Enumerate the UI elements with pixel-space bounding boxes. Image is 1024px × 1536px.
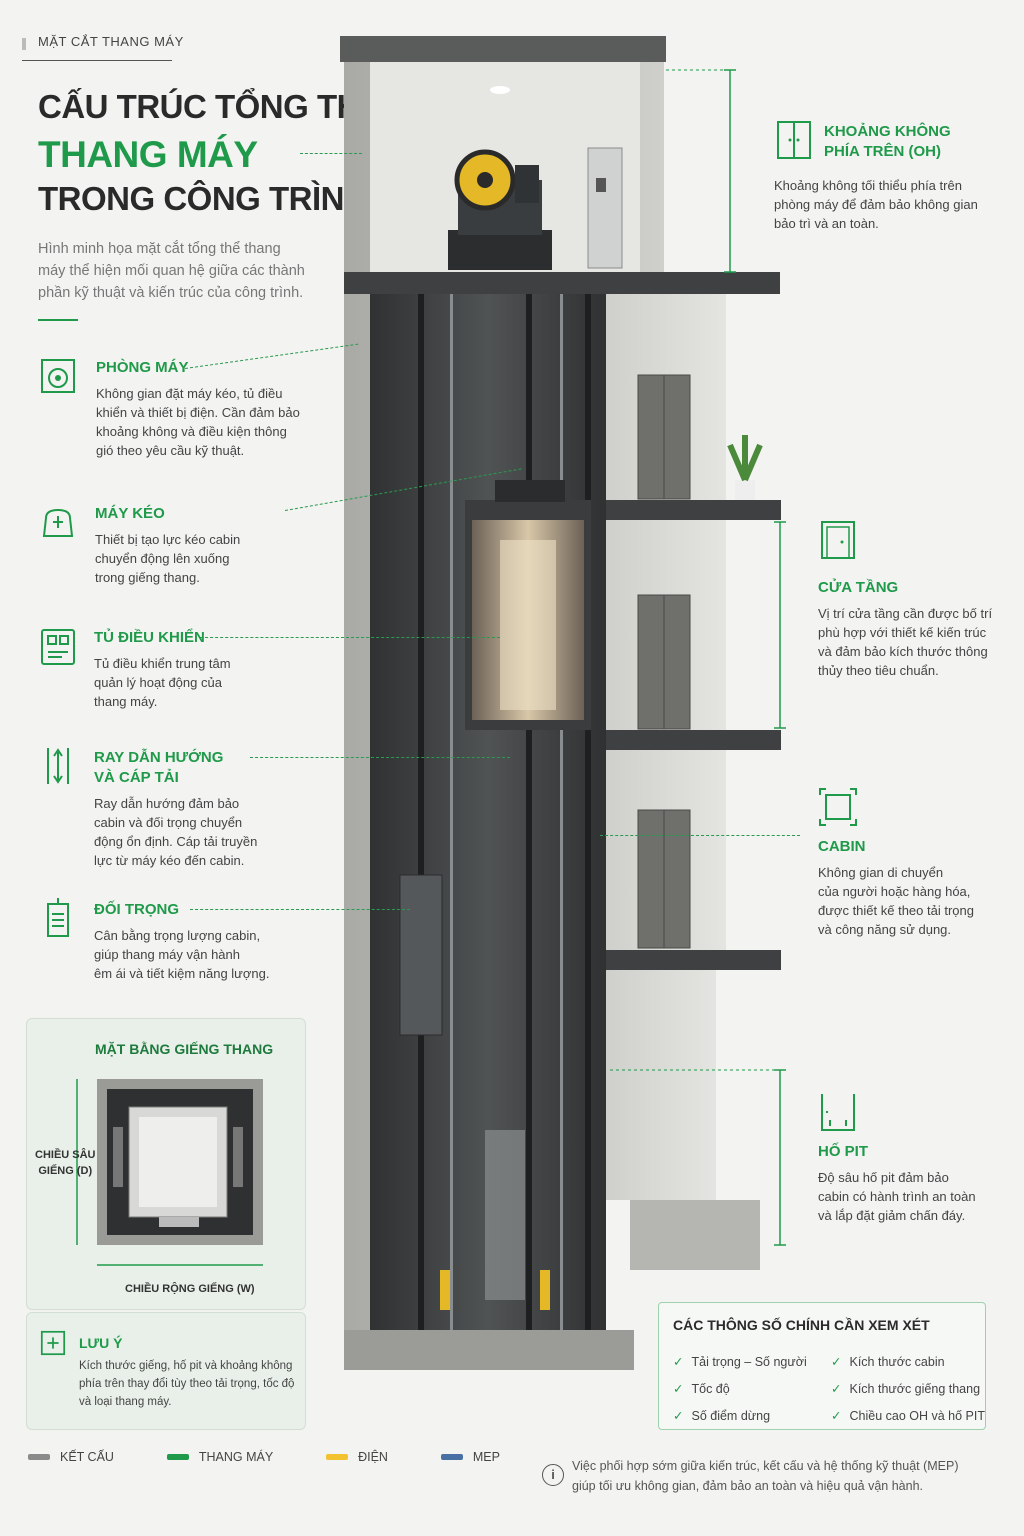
landing-door-icon bbox=[818, 520, 858, 560]
shaft-plan-drawing bbox=[76, 1079, 263, 1266]
legend-swatch-elevator bbox=[166, 1453, 189, 1460]
notice-text: Kích thước giếng, hố pit và khoảng không… bbox=[79, 1360, 295, 1408]
intro-text: Hình minh họa mặt cắt tổng thể thang máy… bbox=[38, 241, 305, 301]
item-title: HỐ PIT bbox=[818, 1143, 869, 1160]
item-title: CỬA TẦNG bbox=[818, 579, 899, 596]
params-title: CÁC THÔNG SỐ CHÍNH CẦN XEM XÉT bbox=[673, 1317, 930, 1333]
item-title: PHÒNG MÁY bbox=[96, 359, 189, 376]
check-icon: ✓ bbox=[673, 1409, 684, 1423]
item-title: KHOẢNG KHÔNG PHÍA TRÊN (OH) bbox=[824, 123, 951, 160]
item-title: TỦ ĐIỀU KHIỂN bbox=[94, 629, 205, 646]
item-title: MÁY KÉO bbox=[95, 505, 165, 522]
page-title-line2: THANG MÁY bbox=[38, 134, 258, 175]
traction-machine-icon bbox=[38, 502, 78, 542]
item-desc: Khoảng không tối thiểu phía trên phòng m… bbox=[774, 178, 978, 231]
page-title-line1: CẤU TRÚC TỔNG THỂ bbox=[38, 88, 382, 125]
elevator-section-illustration bbox=[340, 36, 786, 1370]
item-title: RAY DẪN HƯỚNG VÀ CÁP TẢI bbox=[94, 749, 224, 786]
machine-room-icon bbox=[38, 356, 78, 396]
notice-panel: LƯU Ý Kích thước giếng, hố pit và khoảng… bbox=[26, 1312, 306, 1430]
legend-swatch-mep bbox=[440, 1453, 463, 1460]
footer-note: Việc phối hợp sớm giữa kiến trúc, kết cấ… bbox=[572, 1459, 959, 1493]
overhead-door-icon bbox=[774, 120, 814, 160]
cabin-icon bbox=[818, 787, 858, 827]
info-icon: i bbox=[542, 1464, 564, 1486]
check-icon: ✓ bbox=[831, 1355, 842, 1369]
item-desc: Tủ điều khiển trung tâm quản lý hoạt độn… bbox=[94, 656, 231, 709]
eyebrow-marker bbox=[22, 38, 26, 50]
eyebrow-underline bbox=[22, 60, 172, 61]
params-col1: ✓Tải trọng – Số người ✓Tốc độ ✓Số điểm d… bbox=[673, 1349, 807, 1430]
info-box-icon bbox=[39, 1329, 67, 1357]
check-icon: ✓ bbox=[673, 1355, 684, 1369]
plan-depth-label: CHIỀU SÂU GIẾNG (D) bbox=[35, 1149, 96, 1177]
leader-guide-rail bbox=[250, 757, 510, 758]
param-item: ✓Tải trọng – Số người bbox=[673, 1355, 807, 1369]
guide-rail-icon bbox=[38, 746, 78, 786]
param-item: ✓Chiều cao OH và hố PIT bbox=[831, 1409, 985, 1423]
param-item: ✓Số điểm dừng bbox=[673, 1409, 771, 1423]
item-desc: Cân bằng trọng lượng cabin, giúp thang m… bbox=[94, 928, 270, 981]
item-title: CABIN bbox=[818, 838, 866, 855]
check-icon: ✓ bbox=[831, 1409, 842, 1423]
item-desc: Không gian di chuyển của người hoặc hàng… bbox=[818, 865, 974, 937]
param-item: ✓Kích thước cabin bbox=[831, 1355, 945, 1369]
eyebrow-label: MẶT CẮT THANG MÁY bbox=[38, 34, 184, 49]
notice-title: LƯU Ý bbox=[79, 1335, 123, 1351]
plan-width-label: CHIỀU RỘNG GIẾNG (W) bbox=[125, 1283, 255, 1295]
param-item: ✓Tốc độ bbox=[673, 1382, 730, 1396]
legend-label: ĐIỆN bbox=[358, 1449, 388, 1464]
item-desc: Không gian đặt máy kéo, tủ điều khiển và… bbox=[96, 386, 300, 458]
legend-swatch-electrical bbox=[326, 1453, 349, 1460]
legend-label: MEP bbox=[472, 1449, 500, 1464]
leader-control-panel bbox=[200, 637, 500, 638]
legend-label: KẾT CẤU bbox=[60, 1449, 114, 1464]
leader-cabin bbox=[600, 835, 800, 836]
counterweight-icon bbox=[38, 898, 78, 938]
control-panel-icon bbox=[38, 626, 78, 666]
check-icon: ✓ bbox=[673, 1382, 684, 1396]
legend: KẾT CẤU THANG MÁY ĐIỆN MEP bbox=[28, 1448, 500, 1466]
params-panel: CÁC THÔNG SỐ CHÍNH CẦN XEM XÉT ✓Tải trọn… bbox=[658, 1302, 986, 1430]
item-desc: Vị trí cửa tầng cần được bố trí phù hợp … bbox=[818, 606, 993, 678]
leader-counterweight bbox=[190, 909, 410, 910]
page-title-line3: TRONG CÔNG TRÌNH bbox=[38, 180, 368, 217]
item-desc: Ray dẫn hướng đảm bảo cabin và đối trọng… bbox=[94, 796, 258, 868]
item-desc: Thiết bị tạo lực kéo cabin chuyển động l… bbox=[95, 532, 241, 585]
item-desc: Độ sâu hố pit đảm bảo cabin có hành trìn… bbox=[818, 1170, 976, 1223]
check-icon: ✓ bbox=[831, 1382, 842, 1396]
shaft-plan-panel: MẶT BẰNG GIẾNG THANG CHIỀU SÂU GIẾNG (D)… bbox=[26, 1018, 306, 1310]
param-item: ✓Kích thước giếng thang bbox=[831, 1382, 981, 1396]
plan-title: MẶT BẰNG GIẾNG THANG bbox=[95, 1041, 274, 1057]
pit-icon bbox=[818, 1092, 858, 1132]
params-col2: ✓Kích thước cabin ✓Kích thước giếng than… bbox=[831, 1349, 985, 1430]
legend-label: THANG MÁY bbox=[198, 1449, 274, 1464]
legend-swatch-structure bbox=[28, 1453, 50, 1460]
intro-divider bbox=[38, 319, 78, 321]
item-title: ĐỐI TRỌNG bbox=[94, 901, 179, 918]
title-leader bbox=[300, 153, 362, 154]
